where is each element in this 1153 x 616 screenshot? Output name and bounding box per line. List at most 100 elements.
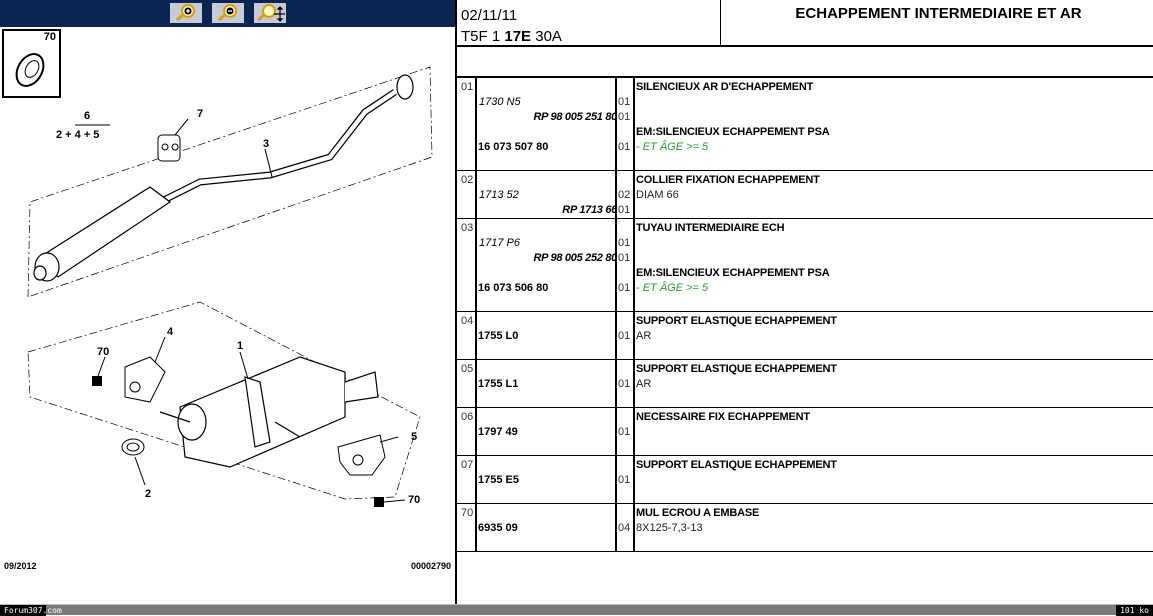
part-reference[interactable]: 1755 L0 [478,330,519,342]
part-reference[interactable]: 1797 49 [478,426,518,438]
column-divider [475,78,477,170]
part-reference[interactable]: 16 073 507 80 [478,141,549,153]
diagram-panel: 70 [0,0,455,604]
part-description: NECESSAIRE FIX ECHAPPEMENT [636,411,810,423]
parts-list-panel: 02/11/11 T5F 1 17E 30A ECHAPPEMENT INTER… [455,0,1153,604]
quantity: 01 [618,330,631,342]
part-reference[interactable]: 6935 09 [478,522,518,534]
collar-2 [121,438,145,456]
row-line: TUYAU INTERMEDIAIRE ECH [457,221,1153,236]
row-line: 1713 52 02 DIAM 66 [457,188,1153,203]
part-reference[interactable]: 1755 L1 [478,378,519,390]
header-info: 02/11/11 T5F 1 17E 30A [457,0,721,45]
quantity: 02 [618,189,631,201]
part-description: SILENCIEUX AR D'ECHAPPEMENT [636,81,814,93]
part-description: EM:SILENCIEUX ECHAPPEMENT PSA [636,267,830,279]
code-prefix: T5F 1 [461,28,505,45]
column-divider [475,219,477,311]
inset-label: 70 [44,31,56,43]
row-line [457,392,1153,407]
callout-3: 3 [263,138,269,150]
part-reference[interactable]: 16 073 506 80 [478,282,549,294]
zoom-in-icon [175,4,195,22]
row-line: 1755 E5 01 [457,473,1153,488]
row-line: SUPPORT ELASTIQUE ECHAPPEMENT [457,362,1153,377]
part-reference[interactable]: 1713 52 [479,189,519,201]
part-reference[interactable]: RP 98 005 252 80 [533,252,618,264]
zoom-pan-button[interactable] [253,3,286,23]
callout-70: 70 [408,494,420,506]
callout-4: 4 [167,326,174,338]
column-divider [633,171,635,218]
item-number: 06 [461,411,474,423]
quantity: 04 [618,522,631,534]
diagram-date: 09/2012 [4,561,37,571]
part-reference[interactable]: RP 98 005 251 80 [533,111,618,123]
column-divider [633,456,635,503]
column-divider [475,171,477,218]
column-divider [633,219,635,311]
part-description: EM:SILENCIEUX ECHAPPEMENT PSA [636,126,830,138]
column-divider [615,456,617,503]
item-number: 05 [461,363,474,375]
column-divider [615,78,617,170]
lower-group-outline [27,301,421,500]
quantity: 01 [618,141,631,153]
callout-2-4-5: 2 + 4 + 5 [56,129,99,141]
part-reference[interactable]: 1717 P6 [479,237,520,249]
zoom-out-button[interactable] [211,3,244,23]
row-line: SUPPORT ELASTIQUE ECHAPPEMENT [457,458,1153,473]
quantity: 01 [618,474,631,486]
column-divider [633,360,635,407]
column-divider [475,504,477,551]
quantity: 01 [618,426,631,438]
leader-lines [75,118,406,503]
code-suffix: 30A [531,28,562,45]
column-divider [615,312,617,359]
zoom-in-button[interactable] [169,3,202,23]
part-reference[interactable]: 1730 N5 [479,96,521,108]
table-row[interactable]: 06 NECESSAIRE FIX ECHAPPEMENT 1797 49 01 [457,408,1153,456]
page-title: ECHAPPEMENT INTERMEDIAIRE ET AR [795,5,1082,22]
status-bar: Forum307.com 101 ko [0,604,1153,616]
quantity: 01 [618,96,631,108]
part-description: DIAM 66 [636,189,679,201]
nut-marker [92,376,102,386]
support-5 [337,434,386,476]
condition-note: - ET ÂGE >= 5 [636,282,709,294]
column-divider [633,408,635,455]
part-reference[interactable]: RP 1713 66 [562,204,617,216]
part-description: SUPPORT ELASTIQUE ECHAPPEMENT [636,459,837,471]
callout-7: 7 [197,108,203,120]
column-divider [475,456,477,503]
column-divider [633,504,635,551]
row-line: EM:SILENCIEUX ECHAPPEMENT PSA [457,125,1153,140]
column-divider [633,78,635,170]
row-line [457,344,1153,359]
intermediate-pipe [33,74,414,282]
part-description: AR [636,378,652,390]
item-number: 03 [461,222,474,234]
item-number: 02 [461,174,474,186]
column-divider [615,360,617,407]
callout-5: 5 [411,431,417,443]
site-label: Forum307.com [0,605,62,616]
row-line [457,296,1153,311]
part-reference[interactable]: 1755 E5 [478,474,519,486]
row-line: 1730 N5 01 [457,95,1153,110]
part-description: TUYAU INTERMEDIAIRE ECH [636,222,785,234]
quantity: 01 [618,111,631,123]
